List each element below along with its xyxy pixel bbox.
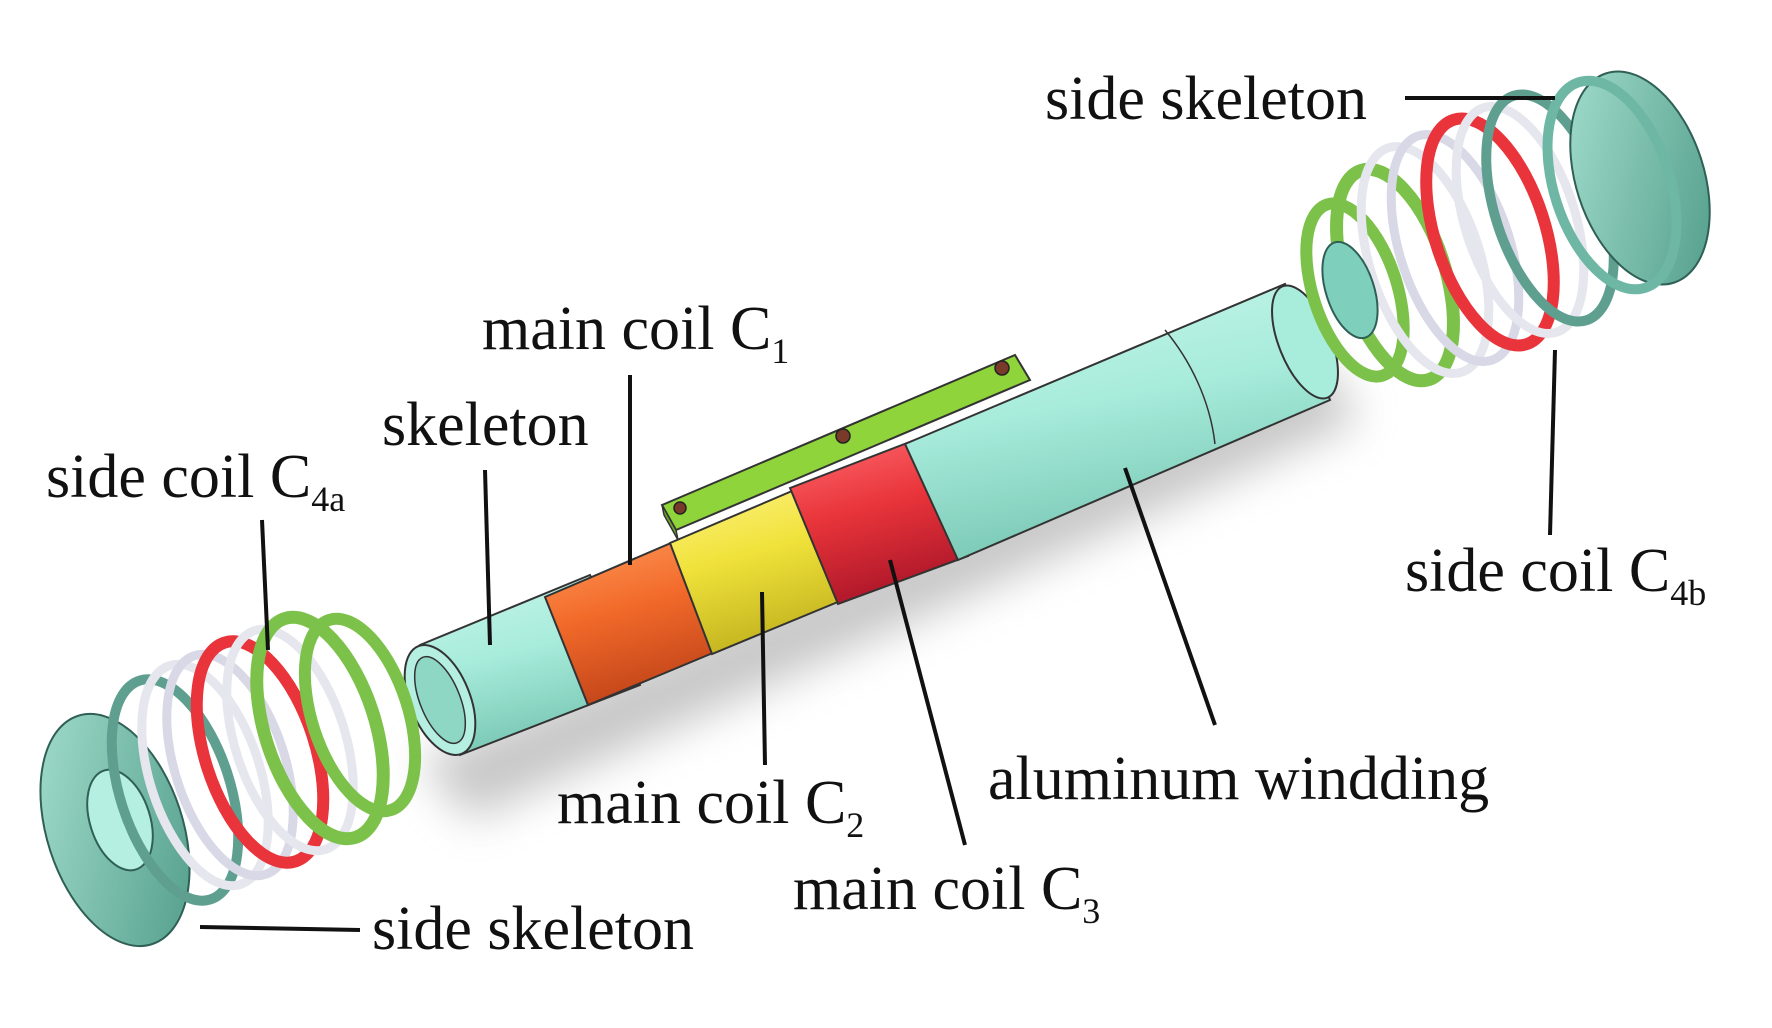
label-side-coil-c4a: side coil C4a xyxy=(46,443,346,519)
label-main-coil-c3: main coil C3 xyxy=(793,855,1101,931)
leader-main-coil-c3 xyxy=(888,559,967,846)
leader-aluminum-winding xyxy=(1123,467,1217,726)
leader-skeleton xyxy=(483,469,492,646)
leader-side-coil-c4a xyxy=(260,519,270,651)
left-side-assembly xyxy=(39,610,422,948)
aluminum-winding xyxy=(903,282,1332,562)
skeleton-tube-bore xyxy=(413,655,467,745)
leader-side-skeleton-bottom xyxy=(199,925,361,932)
main-cylinder xyxy=(403,282,1339,757)
top-bracket xyxy=(660,353,1032,541)
label-side-skeleton-bottom: side skeleton xyxy=(372,895,694,963)
label-main-coil-c1: main coil C1 xyxy=(482,295,790,371)
leader-side-coil-c4b xyxy=(1548,349,1557,536)
aluminum-winding-seam xyxy=(1164,329,1216,445)
right-side-skeleton-disc xyxy=(1569,70,1711,286)
label-side-coil-c4b: side coil C4b xyxy=(1405,537,1707,613)
leader-main-coil-c2 xyxy=(760,591,767,766)
label-side-skeleton-top: side skeleton xyxy=(1045,65,1367,133)
leader-lines xyxy=(199,96,1557,932)
label-skeleton: skeleton xyxy=(382,391,589,459)
right-side-assembly xyxy=(1300,70,1711,388)
label-aluminum-winding: aluminum windding xyxy=(988,745,1490,813)
label-main-coil-c2: main coil C2 xyxy=(557,769,865,845)
side-coil-c4b xyxy=(1420,112,1560,352)
